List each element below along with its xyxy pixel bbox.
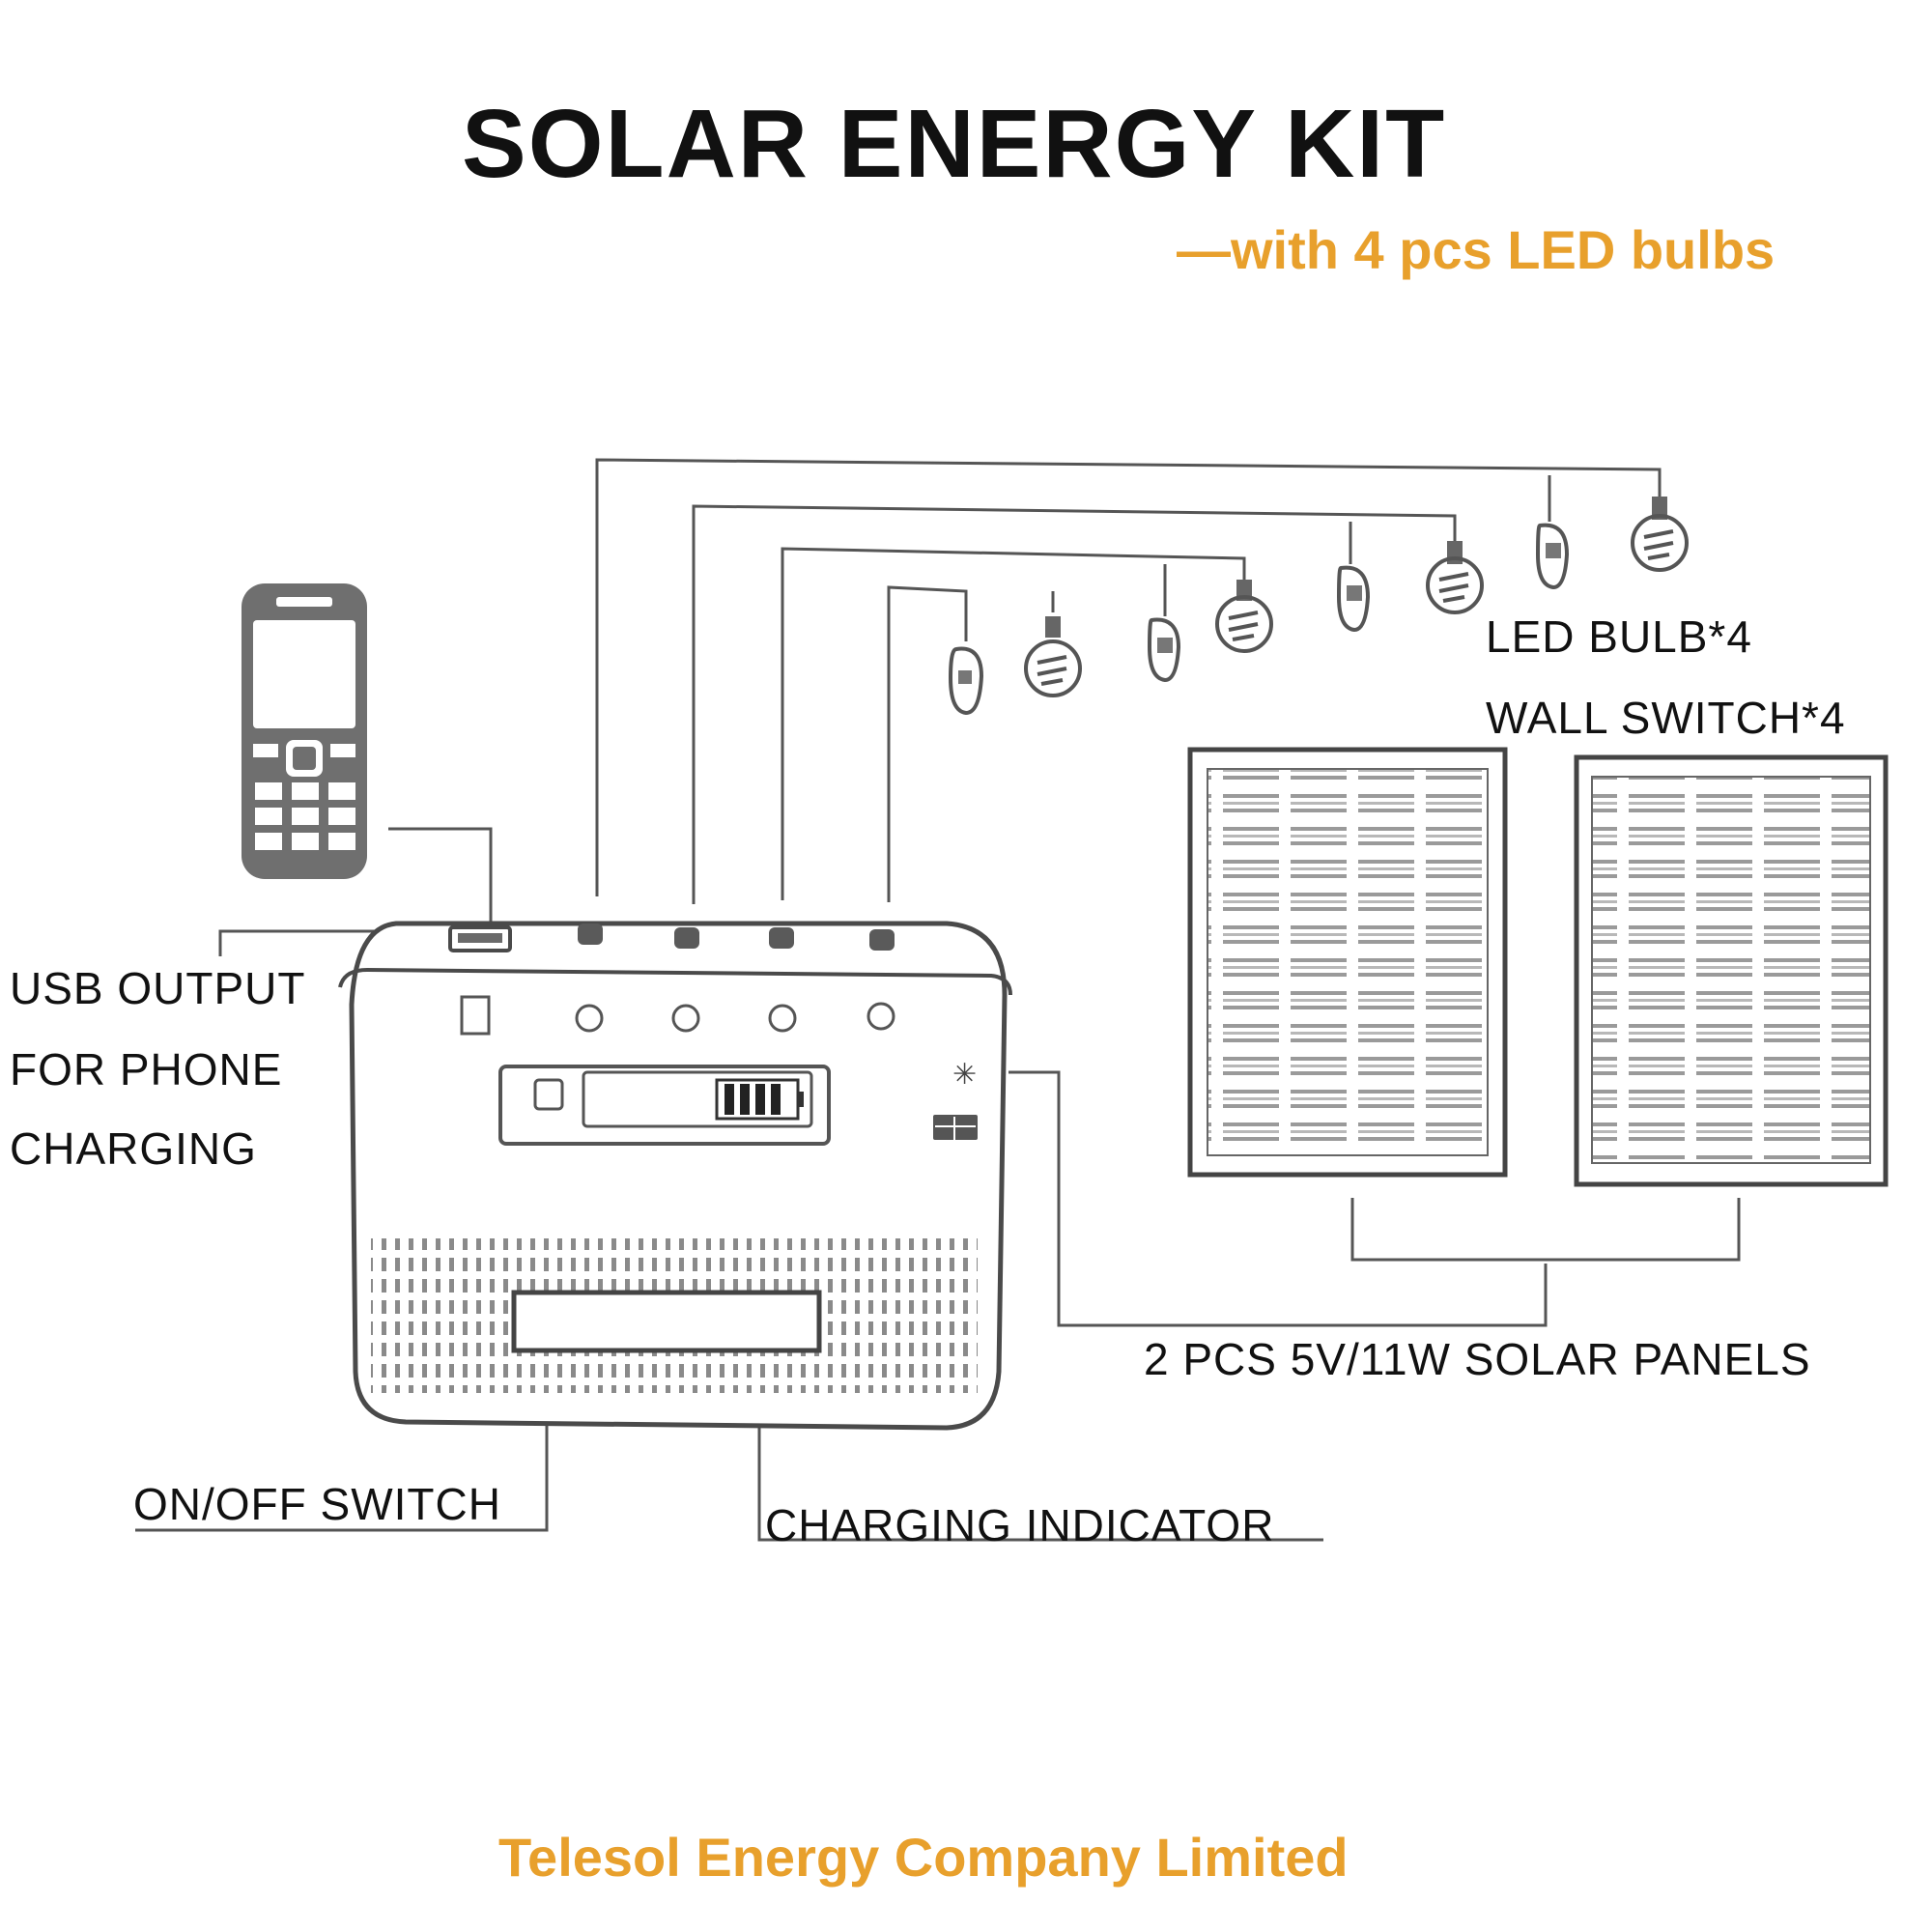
svg-text:✳: ✳ <box>952 1058 977 1092</box>
led-bulbs-and-switches <box>948 497 1689 716</box>
usb-output-label-line-1: USB OUTPUT <box>10 963 306 1013</box>
power-button-icon <box>533 1078 564 1111</box>
wall-switch-icon <box>1535 523 1570 590</box>
mobile-phone-icon <box>242 583 367 879</box>
power-unit: ✳ <box>338 921 1012 1431</box>
wall-switch-icon <box>948 646 984 716</box>
usb-output-label-line-3: CHARGING <box>10 1123 257 1174</box>
charging-indicator-label: CHARGING INDICATOR <box>765 1500 1275 1550</box>
on-off-switch-label: ON/OFF SWITCH <box>133 1479 501 1529</box>
battery-indicator-icon <box>715 1078 804 1121</box>
wall-switch-icon <box>1147 617 1181 683</box>
led-bulb-icon <box>1215 580 1273 653</box>
led-bulb-icon <box>1631 497 1689 572</box>
led-bulb-icon <box>1426 541 1484 614</box>
page-title: SOLAR ENERGY KIT <box>462 90 1447 198</box>
led-bulb-icon <box>1024 616 1082 697</box>
page-subtitle: —with 4 pcs LED bulbs <box>1177 219 1776 280</box>
solar-panel-icon <box>1187 747 1508 1178</box>
led-bulb-label: LED BULB*4 <box>1486 611 1752 662</box>
wall-switch-icon <box>1336 565 1371 633</box>
wall-switch-label: WALL SWITCH*4 <box>1486 693 1846 743</box>
solar-panels-label: 2 PCS 5V/11W SOLAR PANELS <box>1144 1334 1811 1384</box>
solar-panel-icon <box>1574 754 1889 1187</box>
company-name: Telesol Energy Company Limited <box>498 1827 1349 1888</box>
usb-output-label-line-2: FOR PHONE <box>10 1044 283 1094</box>
